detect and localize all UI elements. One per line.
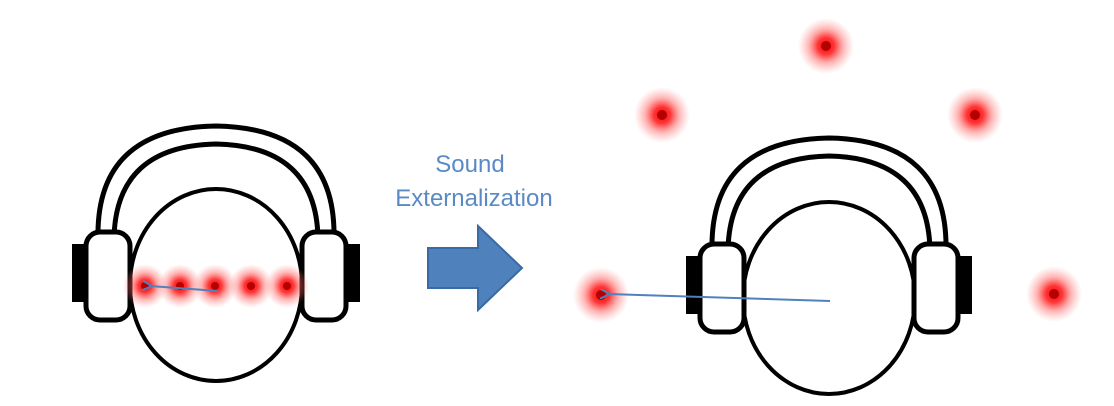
left-earcup-right-pad — [346, 244, 360, 302]
right-earcup-right-pad — [958, 256, 972, 314]
left-earcup-left — [83, 229, 133, 323]
right-head — [741, 200, 917, 396]
caption-line-1: Sound — [435, 151, 504, 178]
block-arrow-right-icon — [427, 223, 524, 313]
right-earcup-right — [911, 241, 961, 335]
right-earcup-left — [697, 241, 747, 335]
left-headphones-figure — [72, 123, 360, 383]
right-headphones-figure — [686, 135, 972, 396]
left-earcup-right — [299, 229, 349, 323]
left-earcup-left-pad — [72, 244, 86, 302]
internalized-sources — [123, 264, 309, 308]
right-direction-arrow — [608, 294, 831, 302]
caption-line-2: Externalization — [395, 185, 552, 212]
right-earcup-left-pad — [686, 256, 700, 314]
left-direction-arrow — [150, 286, 219, 292]
